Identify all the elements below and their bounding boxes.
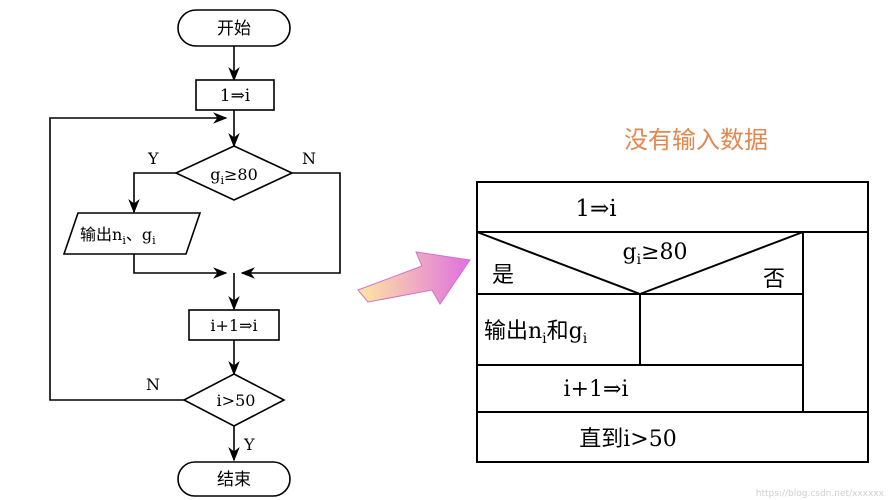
merge-line-left — [133, 254, 228, 279]
watermark: https://blog.csdn.net/xxxxxx — [756, 489, 885, 499]
yes-branch-line — [128, 172, 176, 214]
output-label: 输出ni、gi — [80, 225, 156, 247]
increment-label: i+1⇒i — [210, 316, 257, 335]
ns-yes-label: 是 — [492, 263, 514, 288]
no-branch-line — [240, 172, 341, 279]
ns-caption: 没有输入数据 — [624, 126, 768, 154]
decision1-yes-label: Y — [147, 149, 159, 168]
flowchart — [49, 9, 341, 497]
end-terminal — [177, 461, 291, 497]
transition-arrow — [357, 251, 471, 305]
ns-increment-label: i+1⇒i — [564, 377, 629, 402]
start-label: 开始 — [217, 19, 251, 39]
init-box — [195, 79, 275, 111]
ns-chart-labels: 1⇒i gi≥80 是 否 输出ni和gi i+1⇒i 直到i>50 — [484, 196, 785, 452]
ns-no-label: 否 — [763, 267, 785, 292]
output-parallelogram — [62, 212, 202, 255]
ns-condition: gi≥80 — [622, 240, 687, 268]
flowchart-labels: 开始 1⇒i gi≥80 Y N 输出ni、gi i+1⇒i i>50 N Y … — [80, 19, 316, 490]
decision1-condition: gi≥80 — [210, 165, 258, 187]
ns-cond-diag-left — [476, 231, 641, 295]
ns-init-label: 1⇒i — [575, 196, 616, 222]
loop-back-line — [49, 112, 228, 401]
decision2-yes-label: Y — [243, 435, 255, 454]
ns-until-label: 直到i>50 — [579, 427, 676, 452]
end-label: 结束 — [217, 470, 251, 490]
decision2-no-label: N — [146, 375, 160, 394]
ns-output-label: 输出ni和gi — [484, 319, 588, 347]
decision-diamond-1 — [174, 145, 294, 201]
decision1-no-label: N — [302, 149, 316, 168]
decision2-condition: i>50 — [217, 391, 256, 410]
init-label: 1⇒i — [220, 86, 251, 106]
ns-cond-diag-right — [639, 231, 804, 295]
increment-box — [188, 309, 280, 341]
ns-chart — [476, 181, 869, 463]
